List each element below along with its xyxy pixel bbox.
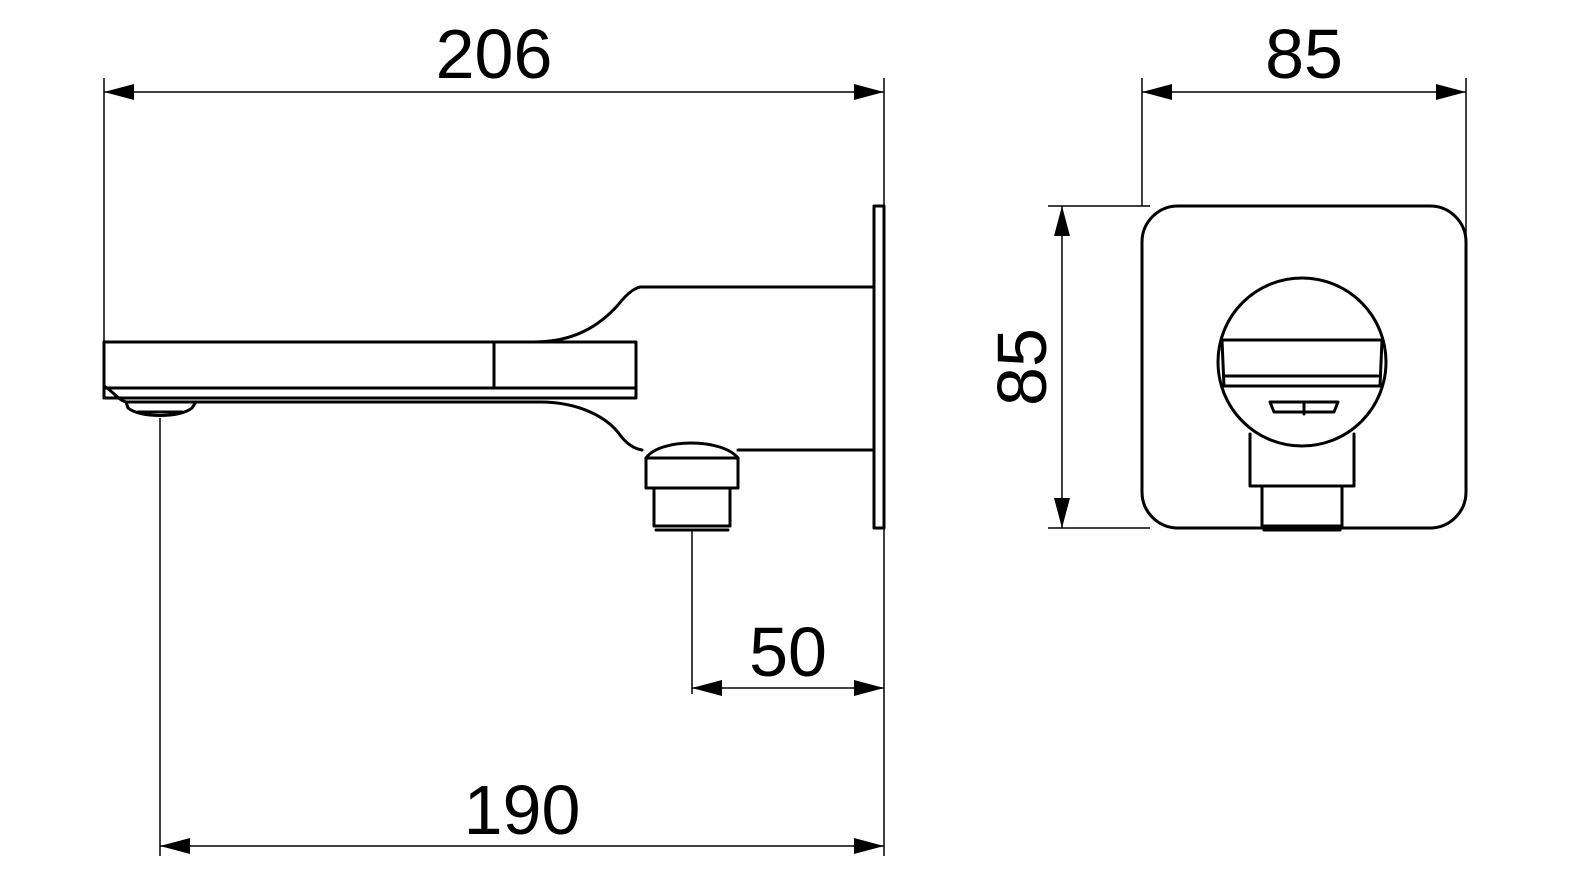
spout-reach-label: 190: [464, 771, 581, 849]
dimension-overall-length: 206: [103, 15, 885, 342]
outlet-nut: [644, 456, 740, 490]
plate-height-label: 85: [983, 328, 1061, 406]
wall-plate-front: [1140, 204, 1468, 530]
arrowhead-right: [1436, 84, 1466, 100]
spout-lower-curve: [102, 340, 644, 452]
overall-length-label: 206: [436, 15, 553, 93]
outlet-dome: [644, 441, 740, 460]
spout-upper-body: [488, 285, 876, 452]
side-view: [102, 204, 886, 532]
arrowhead-bottom: [1054, 498, 1070, 528]
front-view: [1140, 204, 1468, 532]
spout-cross-section: [1216, 276, 1388, 448]
arrowhead-left: [1142, 84, 1172, 100]
arrowhead-left: [692, 680, 722, 696]
arrowhead-right: [854, 838, 884, 854]
connector-neck-front: [1248, 432, 1356, 488]
dimension-outlet-offset: 50: [691, 528, 885, 856]
plate-width-label: 85: [1265, 15, 1343, 93]
connector-stub-front: [1260, 484, 1344, 528]
spout-body: [102, 340, 638, 400]
arrowhead-left: [160, 838, 190, 854]
arrowhead-left: [104, 84, 134, 100]
dimension-plate-height: 85: [983, 205, 1150, 529]
dimension-spout-reach: 190: [159, 418, 884, 856]
outlet-offset-label: 50: [749, 613, 827, 691]
arrowhead-right: [854, 84, 884, 100]
arrowhead-top: [1054, 206, 1070, 236]
arrowhead-right: [854, 680, 884, 696]
spout-opening: [1220, 338, 1384, 388]
aerator-front: [1268, 400, 1340, 414]
aerator: [124, 400, 198, 417]
dimension-plate-width: 85: [1141, 15, 1467, 246]
outlet-threaded-stub: [652, 486, 732, 528]
